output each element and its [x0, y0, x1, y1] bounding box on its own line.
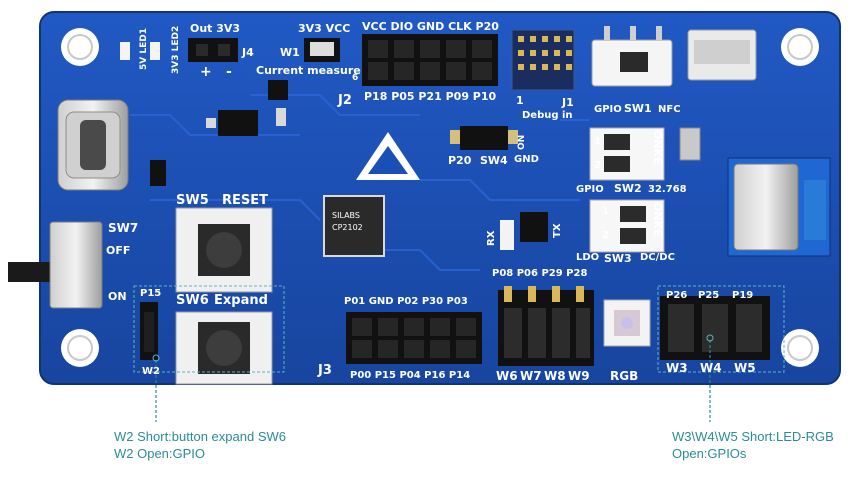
label-w4: W4 [700, 361, 722, 375]
ble-module [727, 157, 831, 257]
label-on: ON [108, 290, 127, 303]
label-w5: W5 [734, 361, 756, 375]
label-j3-bottom: P00 P15 P04 P16 P14 [350, 370, 470, 381]
label-j1: J1 [561, 96, 574, 109]
label-sw2-onke: ONKE [651, 130, 664, 165]
label-w6: W6 [496, 369, 518, 383]
esd-warning-logo [356, 132, 420, 180]
label-rgb: RGB [610, 369, 638, 383]
sw4-switch [450, 126, 518, 150]
label-sw2-num2: 2 [594, 160, 601, 171]
rgb-led [603, 299, 651, 347]
label-j2-bottom: P18 P05 P21 P09 P10 [364, 90, 497, 103]
power-slide-switch-sw7 [8, 221, 103, 309]
label-p19: P19 [732, 290, 753, 301]
w3-w5-highlight-box [657, 285, 785, 373]
label-reset: RESET [222, 193, 268, 208]
label-j2: J2 [337, 93, 352, 108]
label-led2: 3V3 LED2 [171, 26, 181, 74]
label-debug-in: Debug in [522, 110, 573, 121]
label-w1: W1 [280, 46, 300, 59]
power-leds [120, 42, 160, 60]
label-j2-pin6: 6 [352, 73, 358, 83]
w3-w5-jumpers [660, 296, 770, 360]
label-w2: W2 [142, 366, 160, 377]
j3-header [346, 312, 482, 364]
label-3v3-vcc: 3V3 VCC [298, 22, 350, 35]
label-plus: + [200, 64, 212, 80]
label-freq: 32.768 [648, 184, 687, 195]
label-p15: P15 [140, 288, 161, 299]
label-j4: J4 [241, 46, 254, 59]
expand-button-sw6 [175, 311, 273, 385]
label-minus: - [226, 64, 232, 80]
label-w8: W8 [544, 369, 566, 383]
label-sw3-num1: 1 [602, 206, 609, 217]
label-tx: TX [552, 223, 563, 238]
label-ldo: LDO [576, 252, 599, 263]
w2-annotation: W2 Short:button expand SW6 W2 Open:GPIO [114, 428, 286, 462]
sw2-dip-switch [589, 127, 665, 181]
label-chip-brand: SILABS [332, 211, 360, 220]
label-gpio: GPIO [594, 104, 622, 115]
label-nfc: NFC [658, 104, 681, 115]
label-expand: Expand [214, 293, 268, 308]
fpc-connector [687, 29, 757, 81]
label-sw6: SW6 [176, 293, 209, 308]
label-off: OFF [106, 244, 130, 257]
label-sw1: SW1 [624, 102, 652, 115]
label-top-header: VCC DIO GND CLK P20 [362, 20, 499, 33]
label-jumpers-top: P08 P06 P29 P28 [492, 268, 587, 279]
label-sw2-num1: 1 [594, 136, 601, 147]
mounting-holes [61, 28, 819, 367]
label-current-measure: Current measure [256, 64, 361, 77]
label-dcdc: DC/DC [640, 252, 675, 263]
w2-jumper [140, 302, 158, 360]
label-sw4-on: ON [517, 135, 527, 150]
label-sw3-onke: ONKE [651, 202, 664, 237]
sw3-dip-switch [589, 199, 665, 253]
w3-w5-annotation-line2: Open:GPIOs [672, 446, 747, 461]
label-j3: J3 [317, 363, 332, 378]
j4-w1-headers [188, 38, 340, 62]
sw1-slide-switch [591, 26, 673, 87]
label-sw5: SW5 [176, 193, 209, 208]
w2-annotation-line2: W2 Open:GPIO [114, 446, 206, 461]
label-p26: P26 [666, 290, 687, 301]
label-w9: W9 [568, 369, 590, 383]
w6-w9-jumpers [498, 286, 594, 366]
label-chip-part: CP2102 [332, 223, 363, 232]
w3-w5-annotation-line1: W3\W4\W5 Short:LED-RGB [672, 429, 834, 444]
label-p20: P20 [448, 154, 472, 167]
label-gpio2: GPIO [576, 184, 604, 195]
reset-button-sw5 [175, 207, 273, 293]
w2-highlight-box [133, 285, 285, 373]
label-gnd: GND [514, 154, 539, 165]
usb-c-connector [57, 99, 129, 191]
label-rx: RX [486, 230, 497, 246]
label-w3: W3 [666, 361, 688, 375]
j1-debug-header [511, 29, 575, 91]
label-w7: W7 [520, 369, 542, 383]
label-out-3v3: Out 3V3 [190, 22, 240, 35]
label-sw2: SW2 [614, 182, 642, 195]
label-p25: P25 [698, 290, 719, 301]
w3-w5-annotation: W3\W4\W5 Short:LED-RGB Open:GPIOs [672, 428, 834, 462]
j2-header [362, 34, 498, 86]
cp2102-chip [323, 195, 385, 257]
label-sw4: SW4 [480, 154, 508, 167]
label-sw3-num2: 2 [602, 230, 609, 241]
label-led1: 5V LED1 [139, 28, 149, 70]
label-sw7: SW7 [108, 221, 138, 235]
w2-annotation-line1: W2 Short:button expand SW6 [114, 429, 286, 444]
label-j1-pin1: 1 [516, 94, 524, 107]
label-j3-top: P01 GND P02 P30 P03 [344, 296, 468, 307]
label-sw3: SW3 [604, 252, 632, 265]
